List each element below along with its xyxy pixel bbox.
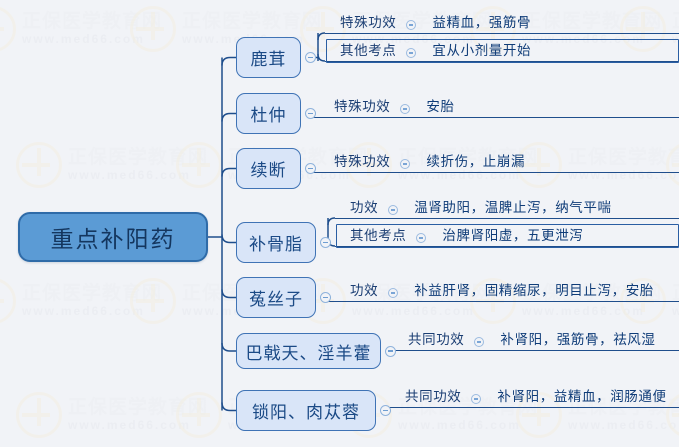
leaf-underline (383, 407, 679, 409)
leaf-row[interactable]: 共同功效 补肾阳，强筋骨，祛风湿 (402, 330, 660, 350)
leaf-value: 治脾肾阳虚，五更泄泻 (442, 228, 584, 243)
leaf-row[interactable]: 其他考点 宜从小剂量开始 (334, 41, 535, 61)
leaf-underline (312, 117, 679, 119)
leaf-row[interactable]: 功效 温肾助阳，温脾止泻，纳气平喘 (344, 198, 616, 218)
collapse-minus-icon[interactable] (320, 292, 331, 303)
leaf-row[interactable]: 特殊功效 益精血，强筋骨 (334, 13, 535, 33)
leaf-value: 补益肝肾，固精缩尿，明目止泻，安胎 (414, 283, 654, 298)
leaf-value: 益精血，强筋骨 (432, 15, 532, 30)
leaf-row[interactable]: 特殊功效 安胎 (328, 97, 459, 117)
branch-node-4[interactable]: 补骨脂 (236, 222, 316, 263)
leaf-row[interactable]: 共同功效 补肾阳，益精血，润肠通便 (399, 387, 671, 407)
leaf-value: 宜从小剂量开始 (432, 43, 532, 58)
leaf-underline (335, 218, 679, 220)
root-node-label: 重点补阳药 (50, 226, 176, 252)
leaf-key: 特殊功效 (334, 154, 391, 169)
leaf-key: 功效 (350, 283, 379, 298)
leaf-key: 其他考点 (350, 228, 407, 243)
leaf-underline (325, 33, 679, 35)
leaf-row[interactable]: 功效 补益肝肾，固精缩尿，明目止泻，安胎 (344, 281, 658, 301)
branch-node-label: 续断 (250, 161, 287, 180)
collapse-minus-icon[interactable] (416, 233, 427, 243)
leaf-key: 其他考点 (340, 43, 397, 58)
leaf-key: 特殊功效 (340, 15, 397, 30)
collapse-minus-icon[interactable] (385, 345, 396, 357)
collapse-minus-icon[interactable] (471, 394, 482, 404)
leaf-value: 补肾阳，益精血，润肠通便 (497, 389, 667, 404)
branch-node-3[interactable]: 续断 (236, 148, 301, 189)
leaf-underline (312, 172, 679, 174)
branch-node-label: 巴戟天、淫羊藿 (245, 343, 372, 363)
collapse-minus-icon[interactable] (400, 159, 411, 169)
branch-node-label: 补骨脂 (249, 235, 303, 254)
leaf-row[interactable]: 其他考点 治脾肾阳虚，五更泄泻 (344, 226, 587, 246)
collapse-minus-icon[interactable] (400, 104, 411, 114)
leaf-underline (386, 350, 679, 352)
leaf-value: 安胎 (426, 99, 455, 114)
branch-node-label: 杜仲 (250, 106, 287, 125)
collapse-minus-icon[interactable] (305, 108, 316, 119)
leaf-underline (335, 246, 679, 248)
leaf-value: 温肾助阳，温脾止泻，纳气平喘 (414, 200, 612, 215)
leaf-underline (325, 61, 679, 63)
branch-node-6[interactable]: 巴戟天、淫羊藿 (236, 333, 381, 369)
leaf-key: 特殊功效 (334, 99, 391, 114)
collapse-minus-icon[interactable] (380, 405, 391, 416)
collapse-minus-icon[interactable] (305, 163, 316, 174)
leaf-key: 共同功效 (408, 332, 465, 347)
leaf-underline (328, 301, 679, 303)
collapse-minus-icon[interactable] (474, 337, 485, 347)
root-node[interactable]: 重点补阳药 (18, 212, 208, 262)
branch-node-7[interactable]: 锁阳、肉苁蓉 (236, 390, 376, 431)
branch-node-label: 菟丝子 (249, 290, 303, 309)
leaf-value: 续折伤，止崩漏 (426, 154, 526, 169)
leaf-key: 共同功效 (405, 389, 462, 404)
branch-node-2[interactable]: 杜仲 (236, 93, 301, 134)
branch-node-label: 鹿茸 (250, 50, 287, 69)
collapse-minus-icon[interactable] (406, 48, 417, 58)
collapse-minus-icon[interactable] (305, 52, 316, 63)
collapse-minus-icon[interactable] (406, 20, 417, 30)
collapse-minus-icon[interactable] (320, 237, 331, 248)
leaf-row[interactable]: 特殊功效 续折伤，止崩漏 (328, 152, 529, 172)
leaf-key: 功效 (350, 200, 379, 215)
collapse-minus-icon[interactable] (388, 288, 399, 298)
branch-node-label: 锁阳、肉苁蓉 (252, 403, 360, 422)
branch-node-5[interactable]: 菟丝子 (236, 277, 316, 318)
branch-node-1[interactable]: 鹿茸 (236, 37, 301, 78)
leaf-value: 补肾阳，强筋骨，祛风湿 (500, 332, 656, 347)
collapse-minus-icon[interactable] (388, 205, 399, 215)
